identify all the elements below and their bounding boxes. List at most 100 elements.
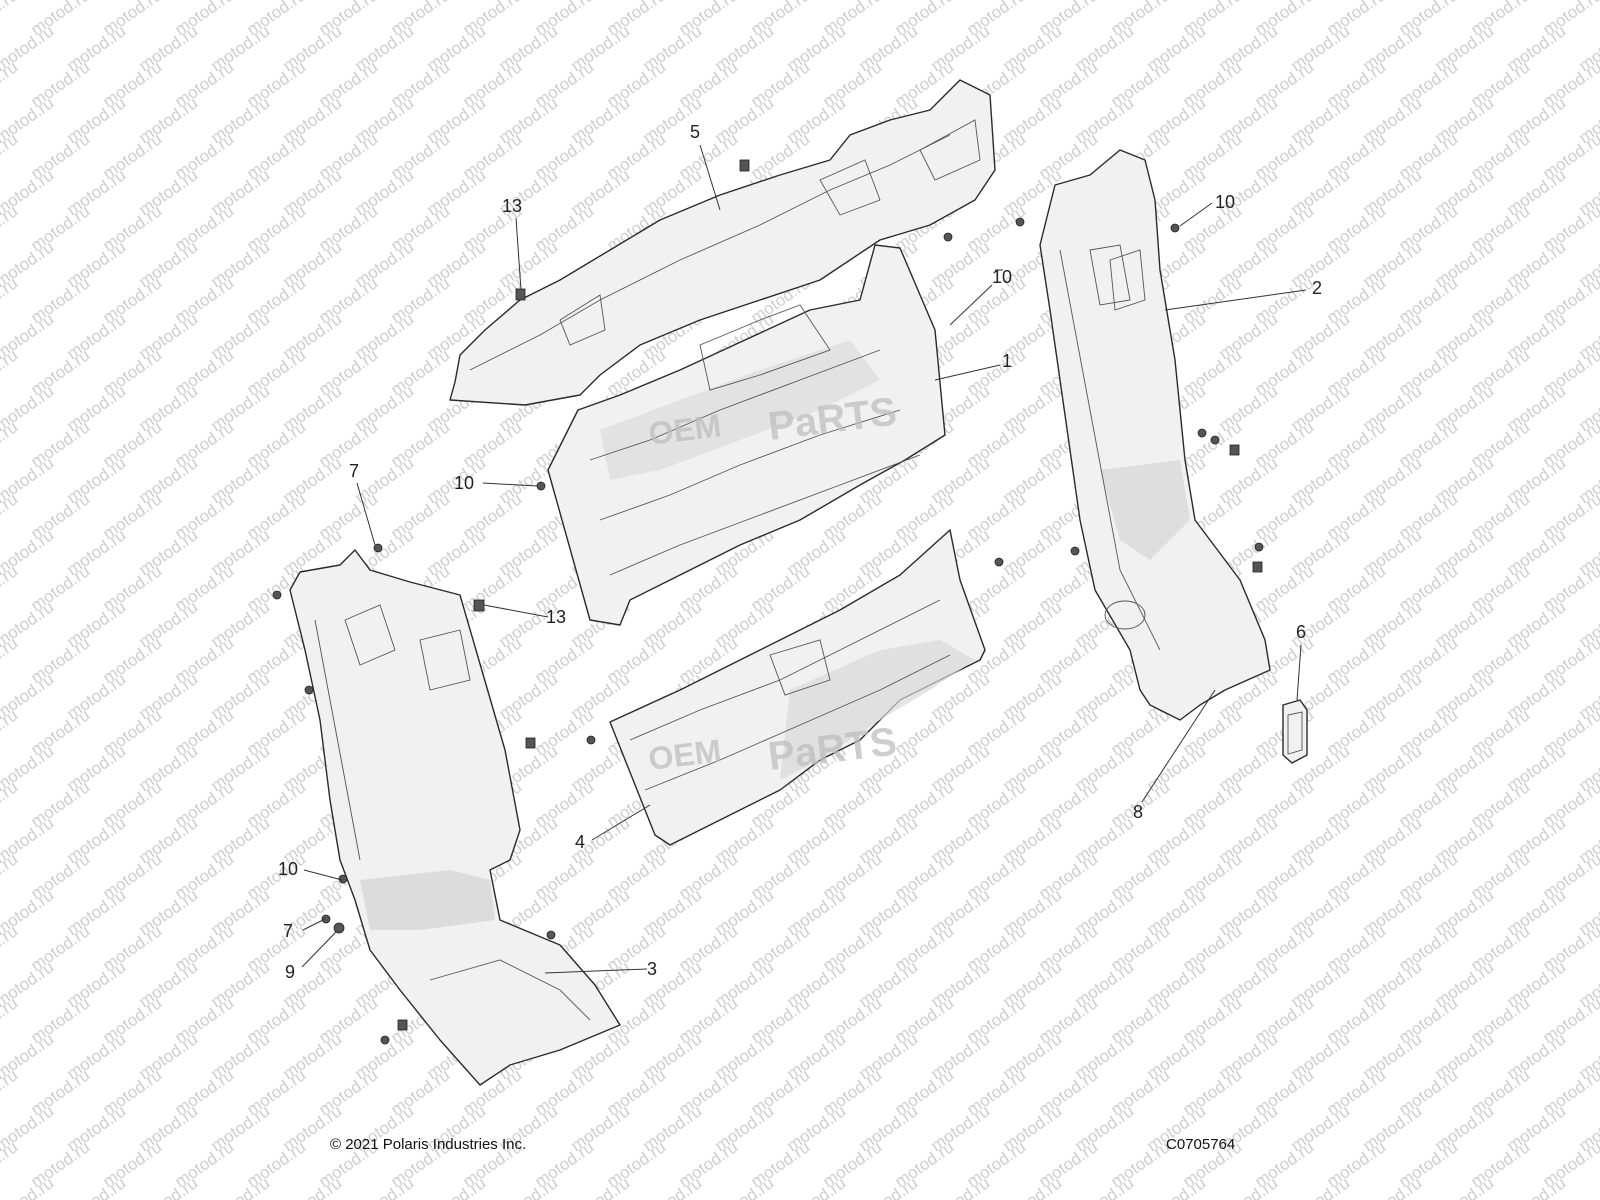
nut-13 [525, 737, 536, 749]
watermark-text: motod.ru [0, 345, 21, 399]
pushpin-7 [321, 914, 331, 924]
watermark-text: motod.ru [1359, 1173, 1425, 1200]
nut-13 [515, 288, 526, 301]
leader-10a [1179, 202, 1213, 227]
watermark-text: motod.ru [0, 1065, 21, 1119]
callout-12: 10 [454, 473, 474, 493]
watermark-text: motod.ru [1287, 1173, 1353, 1200]
pushpin [1254, 542, 1264, 552]
watermark-text: motod.ru [0, 57, 21, 111]
nut-13 [1229, 444, 1240, 456]
leader-3 [544, 968, 648, 974]
watermark-text: motod.ru [855, 1173, 921, 1200]
leader-11 [949, 284, 993, 326]
watermark-text: motod.ru [495, 1173, 561, 1200]
leader-13a [515, 217, 522, 291]
pushpin [1210, 435, 1220, 445]
logo-text-2-oem: OEM [646, 732, 723, 777]
part-5-upper-cross-panel [449, 79, 996, 406]
watermark-text: motod.ru [423, 1173, 489, 1200]
watermark-text: motod.ru [0, 993, 21, 1047]
watermark-text: motod.ru [1215, 1173, 1281, 1200]
callout-1: 1 [1002, 351, 1012, 371]
leader-4 [591, 804, 651, 841]
leader-10b [303, 869, 343, 881]
leader-12 [482, 482, 538, 487]
part-3-left-side-panel [289, 549, 621, 1086]
watermark-text: motod.ru [0, 0, 21, 39]
hardware-fasteners [272, 159, 1264, 1045]
watermark-text: motod.ru [999, 1173, 1065, 1200]
watermark-text: motod.ru [207, 1173, 273, 1200]
watermark-text: motod.ru [0, 129, 21, 183]
copyright-notice: © 2021 Polaris Industries Inc. [330, 1136, 527, 1153]
pushpin [1197, 428, 1207, 438]
watermark-text: motod.ru [0, 777, 21, 831]
watermark-text: motod.ru [1575, 0, 1600, 3]
callout-10: 10 [278, 859, 298, 879]
callouts: 5 13 10 1 10 2 10 7 13 6 8 4 10 7 9 3 [278, 122, 1322, 982]
pushpin [272, 590, 282, 600]
watermark-text: motod.ru [1143, 1173, 1209, 1200]
nut-13 [397, 1019, 408, 1031]
nut-13 [1252, 561, 1263, 573]
nut-13 [473, 599, 485, 612]
callout-4: 4 [575, 832, 585, 852]
watermark-text: motod.ru [711, 1173, 777, 1200]
watermark-text: motod.ru [0, 921, 21, 975]
leader-8 [1141, 689, 1216, 803]
leader-5 [699, 144, 721, 211]
callout-2: 2 [1312, 278, 1322, 298]
watermark-text: motod.ru [0, 633, 21, 687]
watermark-text: motod.ru [639, 1173, 705, 1200]
part-1-upper-rear-panel [547, 244, 946, 626]
watermark-text: motod.ru [1503, 1173, 1569, 1200]
logo-text-1-oem: OEM [646, 407, 723, 452]
callout-10: 10 [1215, 192, 1235, 212]
watermark-text: motod.ru [0, 561, 21, 615]
watermark-text: motod.ru [279, 1173, 345, 1200]
nut-13 [739, 159, 750, 172]
watermark-text: motod.ru [567, 1173, 633, 1200]
callout-7: 7 [349, 461, 359, 481]
watermark-text: motod.ru [1071, 1173, 1137, 1200]
pushpin-7 [373, 543, 383, 553]
leader-6 [1296, 644, 1302, 701]
watermark-text: motod.ru [927, 1173, 993, 1200]
callout-13: 13 [546, 607, 566, 627]
pushpin [586, 735, 596, 745]
watermark-text: motod.ru [0, 489, 21, 543]
callout-8: 8 [1133, 802, 1143, 822]
callout-7: 7 [283, 921, 293, 941]
pushpin [1070, 546, 1080, 556]
rivet-12 [536, 481, 546, 491]
watermark-text: motod.ru [783, 1173, 849, 1200]
callout-6: 6 [1296, 622, 1306, 642]
pushpin-11 [943, 232, 953, 242]
grommet-9 [333, 922, 345, 934]
watermark-text: motod.ru [1575, 1173, 1600, 1200]
watermark-text: motod.ru [0, 1137, 21, 1191]
screw-10 [1170, 223, 1180, 233]
watermark-text: motod.ru [0, 705, 21, 759]
pushpin [994, 557, 1004, 567]
watermark-text: motod.ru [0, 849, 21, 903]
leader-2 [1164, 289, 1307, 311]
leader-lines [301, 144, 1307, 974]
callout-5: 5 [690, 122, 700, 142]
pushpin [304, 685, 314, 695]
callout-11: 10 [992, 267, 1012, 287]
watermark-text: motod.ru [0, 417, 21, 471]
callout-3: 3 [647, 959, 657, 979]
watermark-text: motod.ru [0, 273, 21, 327]
pushpin [546, 930, 556, 940]
leader-7b [302, 918, 326, 931]
watermark-text: motod.ru [0, 201, 21, 255]
watermark-text: motod.ru [1431, 1173, 1497, 1200]
leader-1 [934, 364, 1001, 381]
leader-13b [483, 604, 549, 618]
callout-13: 13 [502, 196, 522, 216]
pushpin [1015, 217, 1025, 227]
leader-7a [356, 482, 376, 546]
